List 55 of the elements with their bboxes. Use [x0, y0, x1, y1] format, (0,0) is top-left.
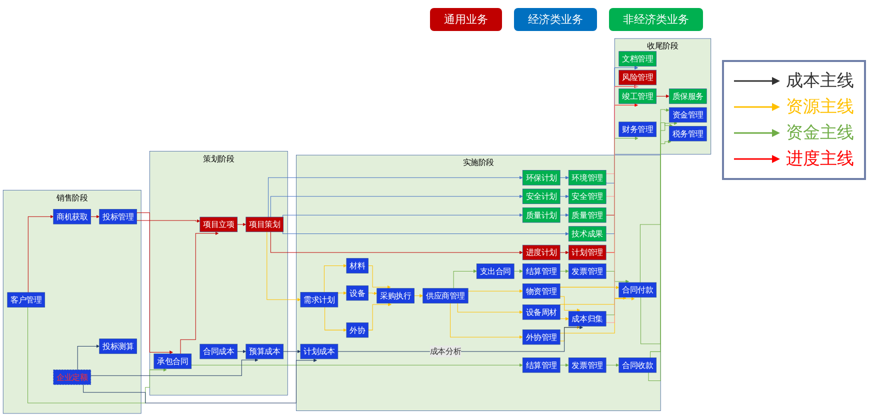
arrow	[136, 219, 200, 223]
arrow	[560, 295, 580, 312]
arrow	[237, 350, 246, 354]
arrow	[560, 213, 569, 217]
arrow	[282, 232, 569, 236]
arrow	[468, 289, 523, 293]
arrow	[237, 222, 246, 226]
legend-swatch: 通用业务	[430, 8, 502, 31]
arrow	[648, 140, 672, 381]
legend-label: 进度主线	[786, 148, 854, 171]
arrow	[560, 270, 569, 273]
legend-swatch: 非经济类业务	[609, 8, 703, 31]
arrow	[606, 363, 620, 367]
arrow	[560, 176, 569, 180]
arrow	[266, 232, 301, 302]
arrow	[606, 84, 638, 175]
arrow	[640, 122, 673, 344]
arrow	[191, 363, 523, 367]
arrow	[514, 270, 523, 273]
legend-label: 资源主线	[786, 96, 854, 119]
arrow	[324, 306, 347, 332]
arrow	[560, 250, 569, 254]
arrow	[450, 302, 523, 339]
arrow	[77, 344, 100, 370]
arrow	[368, 266, 391, 289]
arrow	[180, 232, 219, 354]
arrow	[270, 194, 523, 218]
legend-label: 资金主线	[786, 122, 854, 145]
arrow	[656, 94, 670, 98]
arrow	[324, 264, 347, 292]
arrow	[90, 214, 100, 218]
arrow	[90, 358, 258, 376]
arrow	[368, 292, 378, 296]
legend-swatch: 经济类业务	[514, 8, 597, 31]
arrow	[270, 232, 523, 254]
arrow	[136, 212, 173, 354]
arrow	[560, 194, 569, 198]
legend-label: 成本主线	[786, 70, 854, 93]
arrow	[268, 176, 523, 218]
arrow	[368, 302, 392, 330]
arrow	[283, 350, 301, 354]
arrow	[650, 122, 678, 358]
arrow	[560, 286, 620, 290]
arrow	[338, 291, 347, 295]
arrow	[453, 270, 477, 289]
arrow	[560, 317, 569, 320]
arrow	[28, 307, 167, 404]
arrow	[457, 302, 523, 314]
arrow	[560, 296, 626, 306]
arrow	[414, 294, 424, 298]
arrow	[83, 358, 317, 404]
arrow	[282, 213, 523, 218]
arrow	[640, 108, 670, 283]
arrow	[560, 363, 569, 367]
arrow	[28, 214, 54, 293]
